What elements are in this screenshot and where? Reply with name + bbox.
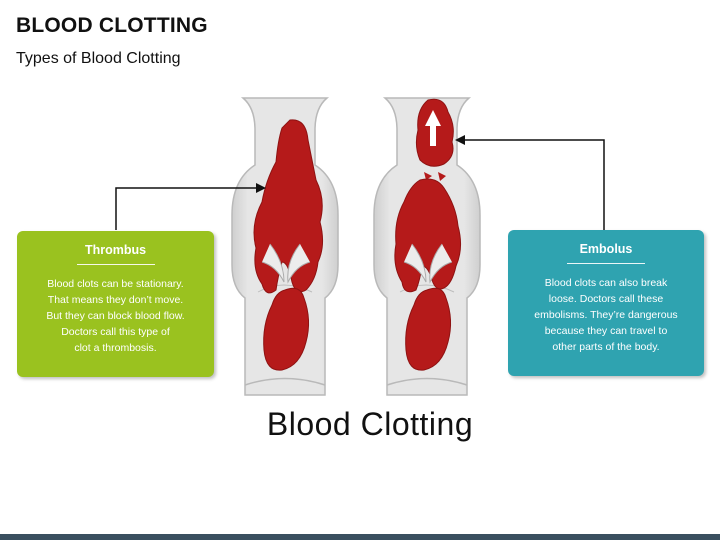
page-subtitle: Types of Blood Clotting (16, 50, 181, 67)
embolus-card: Embolus Blood clots can also break loose… (508, 230, 704, 376)
embolus-connector (455, 135, 605, 230)
arrowhead-left-icon (455, 135, 465, 145)
thrombus-title: Thrombus (76, 231, 155, 265)
embolus-title: Embolus (567, 230, 645, 264)
thrombus-description: Blood clots can be stationary. That mean… (46, 278, 185, 354)
thrombus-connector (115, 183, 266, 230)
embolus-description: Blood clots can also break loose. Doctor… (534, 277, 678, 353)
page-title: BLOOD CLOTTING (16, 14, 208, 37)
vessel-thrombus (231, 97, 339, 396)
arrowhead-right-icon (256, 183, 266, 193)
vessel-embolus (373, 97, 481, 396)
bottom-bar (0, 534, 720, 540)
arrow-up-icon (425, 110, 441, 146)
thrombus-card: Thrombus Blood clots can be stationary. … (17, 231, 214, 377)
diagram-caption: Blood Clotting (266, 406, 474, 442)
